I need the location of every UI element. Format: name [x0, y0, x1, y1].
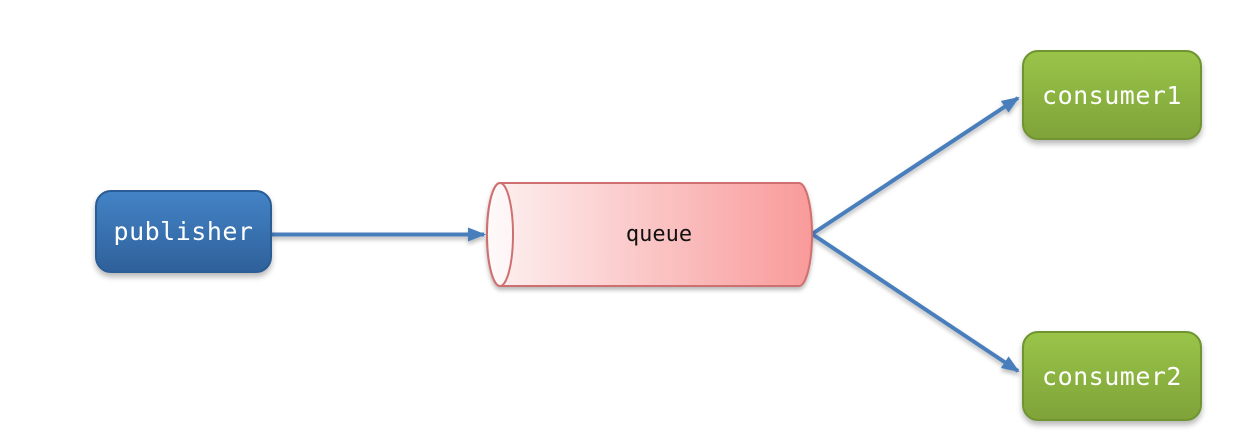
- edge-queue-to-consumer1: [810, 96, 1020, 236]
- node-consumer1-label: consumer1: [1042, 80, 1182, 110]
- queue-cylinder-body: [486, 182, 813, 287]
- node-publisher-label: publisher: [113, 217, 254, 246]
- node-consumer1: consumer1: [1022, 50, 1202, 140]
- queue-cylinder-cap: [486, 182, 514, 287]
- node-consumer2-label: consumer2: [1042, 361, 1182, 391]
- node-publisher: publisher: [95, 190, 272, 273]
- node-consumer2: consumer2: [1022, 331, 1202, 421]
- edge-queue-to-consumer2: [810, 232, 1020, 373]
